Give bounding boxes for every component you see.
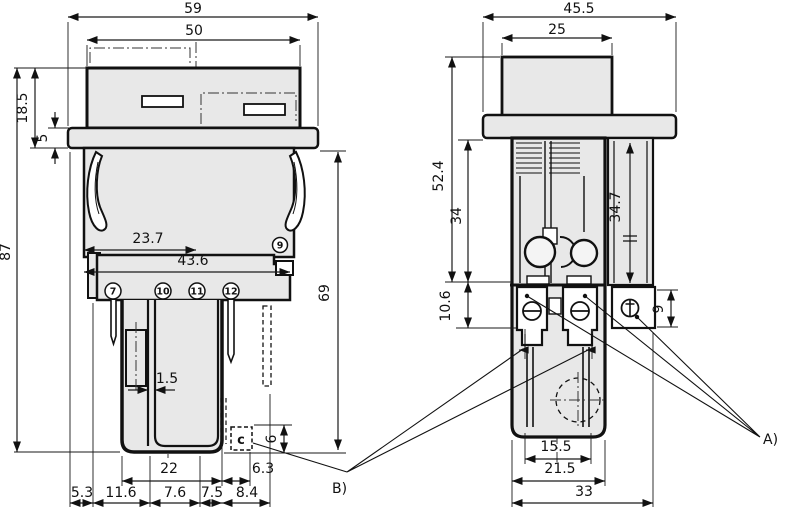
dim-5: 5	[35, 134, 51, 143]
terminal-number-7: 7	[110, 287, 117, 298]
terminal-number-12: 12	[224, 287, 237, 298]
mounting-clip-left	[86, 150, 108, 232]
pin-12	[227, 300, 235, 365]
dim-6: 6	[264, 434, 280, 443]
rocker-inner-phantom	[200, 92, 297, 124]
screw-terminal-1	[515, 285, 549, 347]
dim-6-3: 6.3	[252, 461, 274, 477]
rocker-phantom-outline	[89, 47, 191, 66]
pin-hidden	[262, 305, 272, 387]
rocker-button	[85, 66, 302, 130]
side-dimensions: 45.5 25 52.4 34 10.6 9 15.5 21.5 33	[431, 1, 678, 507]
side-coil-left	[523, 235, 557, 269]
leader-lines-b	[252, 348, 591, 473]
tab-base-right	[566, 275, 592, 285]
dim-45-5: 45.5	[563, 1, 594, 17]
terminal-number-11: 11	[190, 287, 203, 298]
dim-7-6: 7.6	[164, 485, 186, 501]
terminal-circle-11	[188, 282, 206, 300]
note-a: A)	[524, 293, 778, 448]
dim-1-5: 1.5	[156, 371, 178, 387]
detail-c-box	[230, 426, 253, 451]
switch-body	[82, 146, 296, 259]
side-button	[500, 55, 614, 119]
screw-terminal-rear	[610, 285, 657, 330]
terminal-circle-7	[104, 282, 122, 300]
dim-34-7-ticks	[623, 235, 637, 242]
side-flange	[481, 113, 678, 140]
dim-9: 9	[651, 305, 667, 314]
tab-base-left	[526, 275, 550, 285]
dim-21-5: 21.5	[544, 461, 575, 477]
dim-34-7: 34.7	[608, 191, 624, 222]
dim-5-3: 5.3	[71, 485, 93, 501]
terminal-markers: 7 10 11 12 9	[104, 236, 289, 300]
indicator-window-right	[243, 103, 286, 116]
dim-59: 59	[184, 1, 202, 17]
dim-11-6: 11.6	[105, 485, 136, 501]
dim-22: 22	[160, 461, 178, 477]
front-dimensions: 59 50 18.5 5 87 23.7 43.6 69 1.5 6	[0, 1, 346, 507]
pin-7	[110, 300, 117, 347]
dim-chain: 5.3 11.6 7.6 7.5 8.4	[70, 485, 270, 507]
detail-c-label: c	[237, 433, 245, 448]
leader-lines-a	[526, 295, 761, 438]
dim-52-4: 52.4	[431, 160, 447, 191]
screw-terminal-2	[561, 285, 599, 347]
side-view: 34.7	[481, 55, 678, 462]
dim-34: 34	[449, 207, 465, 225]
note-b-label: B)	[332, 481, 347, 497]
note-a-label: A)	[763, 432, 778, 448]
indicator-window-left	[141, 95, 184, 108]
terminal-circle-12	[222, 282, 240, 300]
side-body	[510, 136, 607, 439]
dim-50: 50	[185, 23, 203, 39]
housing-serration	[220, 398, 227, 444]
terminal-number-10: 10	[156, 287, 170, 298]
side-coil-right	[569, 238, 599, 268]
screw-slot-3	[625, 299, 635, 317]
terminal-spacer	[548, 297, 562, 315]
terminal-number-9: 9	[277, 241, 284, 252]
dim-43-6: 43.6	[177, 253, 208, 269]
dim-15-5: 15.5	[540, 439, 571, 455]
note-b: B)	[252, 348, 591, 497]
phantom-shaft-crosshair	[550, 372, 606, 428]
terminal-circle-10	[154, 282, 172, 300]
rear-section-walls	[613, 141, 648, 283]
side-ribs	[516, 142, 580, 174]
dim-25: 25	[548, 22, 566, 38]
dim-33: 33	[575, 484, 593, 500]
dim-69: 69	[317, 284, 333, 302]
side-housing-internals	[526, 347, 606, 428]
bezel-flange	[66, 126, 320, 150]
leader-notes: A) B)	[252, 293, 778, 497]
mounting-clip-right	[284, 150, 306, 232]
dim-23-7: 23.7	[132, 231, 163, 247]
terminal-circle-9	[271, 236, 289, 254]
dim-87: 87	[0, 243, 14, 261]
housing-inner-wall	[153, 300, 220, 448]
terminal-block-side-tab	[275, 260, 294, 276]
front-view: 7 10 11 12 9 c	[66, 42, 320, 458]
dim-10-6: 10.6	[438, 290, 454, 321]
dim-7-5: 7.5	[201, 485, 223, 501]
dim-8-4: 8.4	[236, 485, 258, 501]
